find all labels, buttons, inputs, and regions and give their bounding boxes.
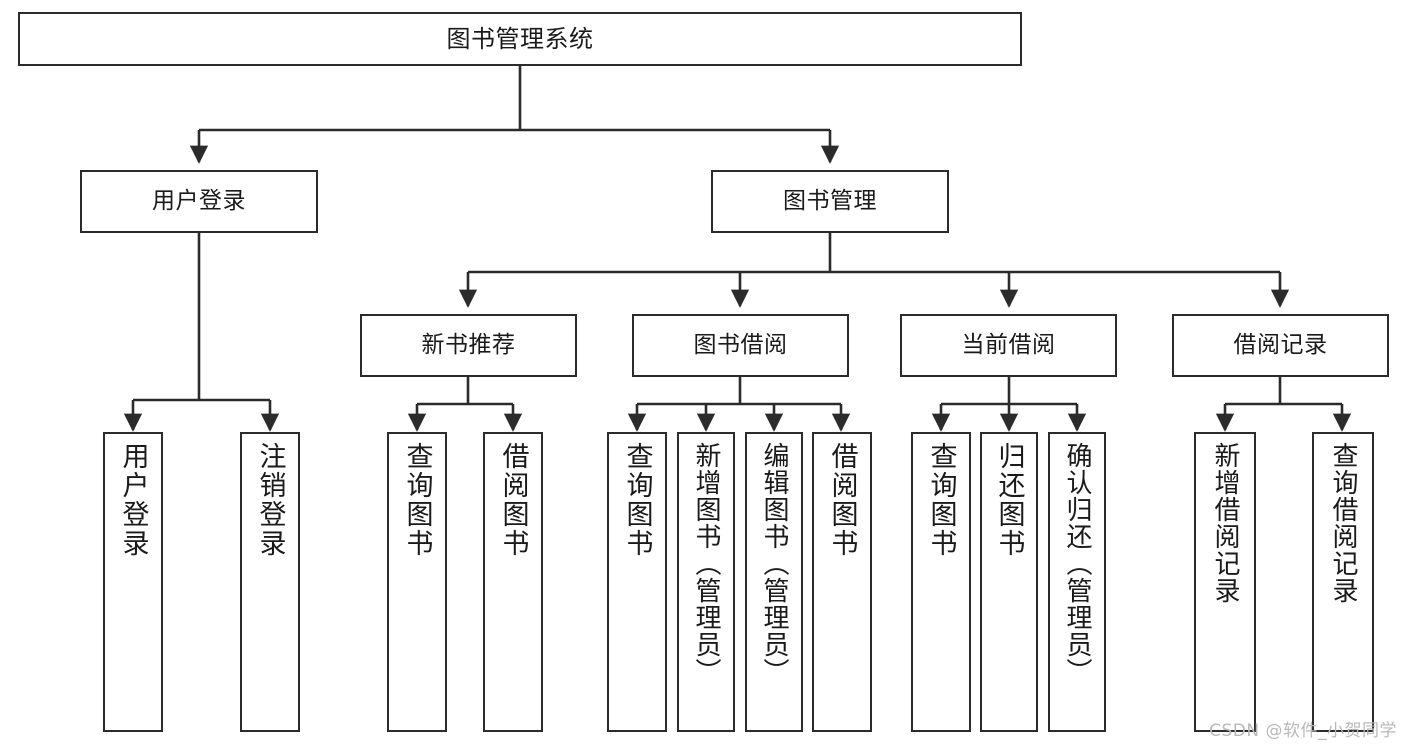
leaf-book-borrow-query[interactable]: 查询图书 <box>607 432 667 732</box>
node-label: 用户登录 <box>117 442 149 558</box>
leaf-user-login-signout[interactable]: 注销登录 <box>240 432 300 732</box>
node-label: 新书推荐 <box>421 331 516 358</box>
node-label: 注销登录 <box>254 442 286 558</box>
node-label: 查询图书 <box>925 442 957 558</box>
node-current-borrow[interactable]: 当前借阅 <box>900 314 1117 377</box>
node-root-system[interactable]: 图书管理系统 <box>18 12 1022 66</box>
leaf-new-book-borrow[interactable]: 借阅图书 <box>483 432 543 732</box>
csdn-watermark: CSDN @软件_小贺同学 <box>1209 721 1397 741</box>
node-label: 图书管理系统 <box>446 24 594 53</box>
node-label: 归还图书 <box>993 442 1025 558</box>
leaf-borrow-record-query[interactable]: 查询借阅记录 <box>1312 432 1374 732</box>
leaf-current-borrow-return[interactable]: 归还图书 <box>980 432 1038 732</box>
node-label: 编辑图书（管理员） <box>759 442 789 685</box>
leaf-user-login-signin[interactable]: 用户登录 <box>103 432 163 732</box>
node-label: 查询借阅记录 <box>1328 442 1358 604</box>
leaf-book-borrow-edit[interactable]: 编辑图书（管理员） <box>745 432 803 732</box>
leaf-book-borrow-lend[interactable]: 借阅图书 <box>812 432 872 732</box>
node-label: 图书借阅 <box>693 331 788 358</box>
node-label: 确认归还（管理员） <box>1062 442 1092 685</box>
node-label: 查询图书 <box>401 442 433 558</box>
leaf-new-book-query[interactable]: 查询图书 <box>387 432 447 732</box>
node-label: 借阅记录 <box>1233 331 1328 358</box>
leaf-book-borrow-add[interactable]: 新增图书（管理员） <box>677 432 735 732</box>
node-borrow-record[interactable]: 借阅记录 <box>1172 314 1389 377</box>
node-book-borrow[interactable]: 图书借阅 <box>632 314 849 377</box>
node-label: 当前借阅 <box>961 331 1056 358</box>
node-new-book-recommend[interactable]: 新书推荐 <box>360 314 577 377</box>
leaf-current-borrow-query[interactable]: 查询图书 <box>911 432 971 732</box>
node-label: 用户登录 <box>152 187 246 214</box>
node-label: 借阅图书 <box>826 442 858 558</box>
node-user-login[interactable]: 用户登录 <box>80 170 318 233</box>
node-label: 借阅图书 <box>497 442 529 558</box>
leaf-current-borrow-confirm-return[interactable]: 确认归还（管理员） <box>1048 432 1106 732</box>
node-label: 新增图书（管理员） <box>691 442 721 685</box>
leaf-borrow-record-add[interactable]: 新增借阅记录 <box>1194 432 1256 732</box>
node-label: 图书管理 <box>783 187 877 214</box>
node-label: 新增借阅记录 <box>1210 442 1240 604</box>
node-book-management[interactable]: 图书管理 <box>711 170 949 233</box>
node-label: 查询图书 <box>621 442 653 558</box>
